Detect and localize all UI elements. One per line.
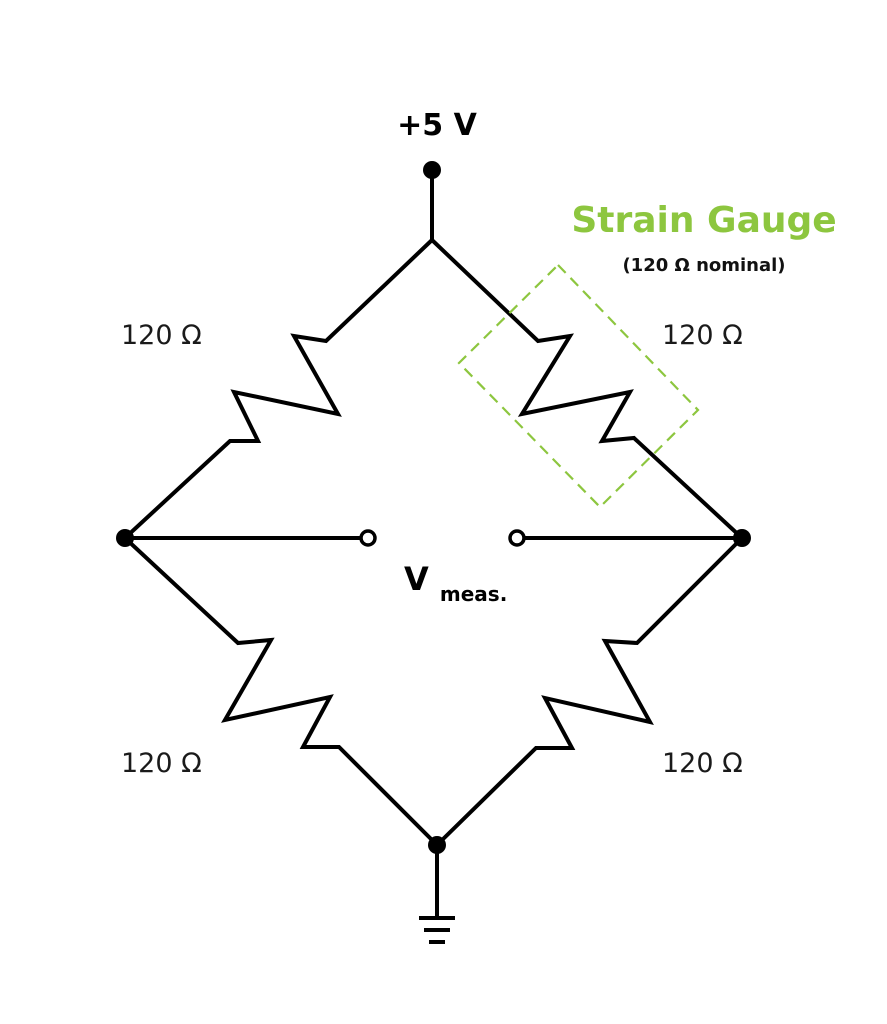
ground-icon: [419, 916, 455, 944]
strain-gauge-title: Strain Gauge: [571, 200, 836, 241]
resistor-label-top-left: 120 Ω: [121, 320, 202, 351]
supply-voltage-label: +5 V: [397, 108, 477, 143]
right-measure-terminal: [508, 529, 526, 547]
resistor-top-left: [123, 238, 434, 540]
strain-gauge-outline: [457, 263, 700, 509]
left-measure-terminal: [359, 529, 377, 547]
measurement-subscript: meas.: [440, 582, 507, 606]
resistor-bottom-left: [123, 536, 439, 847]
strain-gauge-subtitle: (120 Ω nominal): [622, 255, 785, 276]
resistor-label-bottom-left: 120 Ω: [121, 748, 202, 779]
measurement-label: V meas.: [404, 560, 507, 606]
measurement-symbol: V: [404, 560, 429, 598]
resistor-bottom-right: [435, 536, 744, 847]
resistor-label-top-right: 120 Ω: [662, 320, 743, 351]
resistor-label-bottom-right: 120 Ω: [662, 748, 743, 779]
resistor-top-right: [430, 238, 744, 540]
